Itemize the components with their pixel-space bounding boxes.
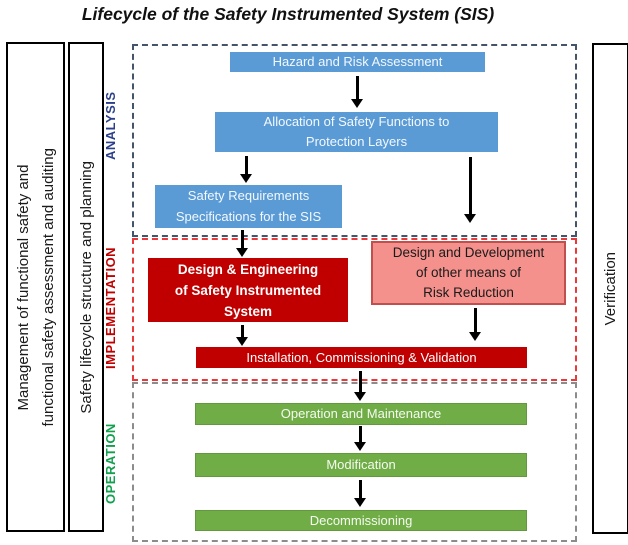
arrow-shaft xyxy=(359,480,362,499)
arrow-head xyxy=(354,442,366,451)
safety-requirements-box: Safety Requirements Specifications for t… xyxy=(155,185,342,228)
arrow-head xyxy=(464,214,476,223)
arrow-shaft xyxy=(356,76,359,100)
allocation-safety-functions-box: Allocation of Safety Functions to Protec… xyxy=(215,112,498,152)
arrow-down-icon xyxy=(354,480,367,507)
arrow-shaft xyxy=(474,308,477,333)
arrow-shaft xyxy=(241,325,244,338)
analysis-region xyxy=(132,44,577,237)
panel-management-label: Management of functional safety and func… xyxy=(14,147,57,427)
arrow-head xyxy=(354,392,366,401)
installation-commissioning-validation-box: Installation, Commissioning & Validation xyxy=(196,347,527,368)
arrow-head xyxy=(354,498,366,507)
arrow-shaft xyxy=(359,426,362,443)
page-title: Lifecycle of the Safety Instrumented Sys… xyxy=(81,4,495,24)
analysis-section-label: ANALYSIS xyxy=(103,91,118,161)
arrow-down-icon xyxy=(464,157,477,223)
arrow-shaft xyxy=(245,156,248,175)
implementation-section-label: IMPLEMENTATION xyxy=(103,246,118,370)
arrow-down-icon xyxy=(236,230,249,257)
arrow-head xyxy=(236,248,248,257)
arrow-down-icon xyxy=(354,426,367,451)
design-engineering-sis-box: Design & Engineering of Safety Instrumen… xyxy=(148,258,348,322)
design-development-other-means-box: Design and Development of other means of… xyxy=(371,241,566,305)
panel-safety-lifecycle-structure: Safety lifecycle structure and planning xyxy=(68,42,104,532)
panel-management-of-functional-safety: Management of functional safety and func… xyxy=(6,42,65,532)
arrow-head xyxy=(240,174,252,183)
panel-verification: Verification xyxy=(592,43,628,534)
arrow-down-icon xyxy=(351,76,364,108)
arrow-head xyxy=(236,337,248,346)
arrow-shaft xyxy=(469,157,472,215)
modification-box: Modification xyxy=(195,453,527,477)
arrow-head xyxy=(469,332,481,341)
arrow-shaft xyxy=(359,371,362,393)
implementation-region xyxy=(132,238,577,381)
arrow-head xyxy=(351,99,363,108)
arrow-down-icon xyxy=(469,308,482,341)
arrow-down-icon xyxy=(354,371,367,401)
panel-verification-label: Verification xyxy=(602,251,619,326)
arrow-down-icon xyxy=(236,325,249,346)
operation-section-label: OPERATION xyxy=(103,423,118,505)
operation-region xyxy=(132,382,577,542)
hazard-risk-assessment-box: Hazard and Risk Assessment xyxy=(230,52,485,72)
arrow-shaft xyxy=(241,230,244,249)
arrow-down-icon xyxy=(240,156,253,183)
operation-maintenance-box: Operation and Maintenance xyxy=(195,403,527,425)
panel-structure-label: Safety lifecycle structure and planning xyxy=(77,160,95,414)
decommissioning-box: Decommissioning xyxy=(195,510,527,531)
